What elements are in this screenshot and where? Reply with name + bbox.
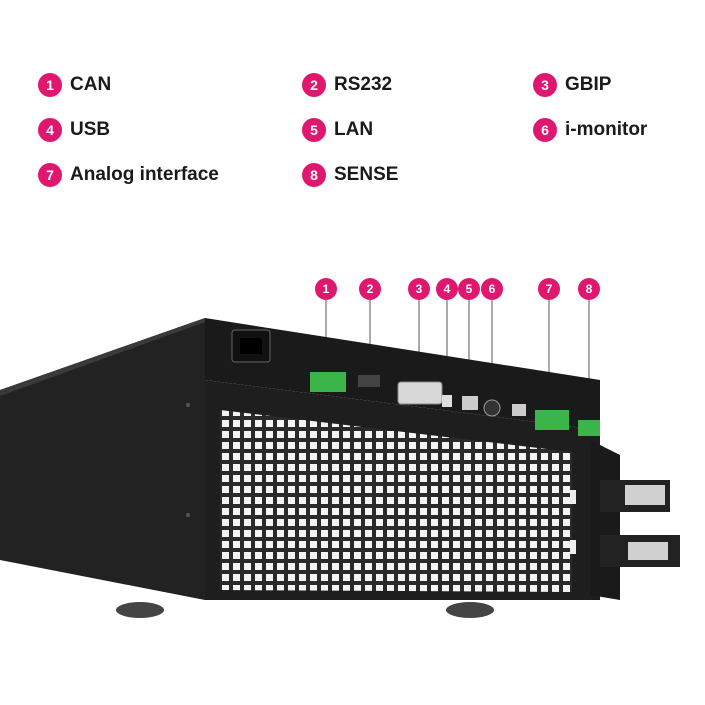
i-monitor-port bbox=[483, 399, 501, 417]
gbip-port bbox=[397, 381, 443, 405]
legend-badge: 4 bbox=[38, 118, 62, 142]
legend-item-rs232: 2 RS232 bbox=[302, 72, 392, 98]
rear-control-panel bbox=[205, 318, 600, 430]
ventilation-grill bbox=[220, 410, 572, 592]
chassis-side bbox=[0, 318, 205, 600]
legend-item-i-monitor: 6 i-monitor bbox=[533, 117, 647, 143]
legend-item-lan: 5 LAN bbox=[302, 117, 373, 143]
legend-badge: 6 bbox=[533, 118, 557, 142]
callout-badge-sense: 8 bbox=[578, 278, 600, 300]
callout-badge-usb: 4 bbox=[436, 278, 458, 300]
sense-connector bbox=[578, 420, 600, 436]
callout-badge-gbip: 3 bbox=[408, 278, 430, 300]
legend-item-analog-interface: 7 Analog interface bbox=[38, 162, 219, 188]
callout-badge-i-monitor: 6 bbox=[481, 278, 503, 300]
port-legend: 1 CAN 2 RS232 3 GBIP 4 USB 5 LAN 6 i-mon… bbox=[0, 0, 705, 200]
legend-badge: 3 bbox=[533, 73, 557, 97]
legend-item-usb: 4 USB bbox=[38, 117, 110, 143]
callout-badge-lan: 5 bbox=[458, 278, 480, 300]
legend-label: USB bbox=[70, 119, 111, 140]
analog-interface-connector bbox=[535, 410, 569, 430]
legend-label: RS232 bbox=[334, 74, 393, 95]
lan-port bbox=[462, 396, 478, 410]
legend-badge: 7 bbox=[38, 163, 62, 187]
rs232-port bbox=[358, 375, 380, 387]
legend-badge: 1 bbox=[38, 73, 62, 97]
legend-badge: 8 bbox=[302, 163, 326, 187]
legend-label: GBIP bbox=[565, 74, 612, 95]
legend-label: SENSE bbox=[334, 164, 399, 185]
legend-badge: 5 bbox=[302, 118, 326, 142]
legend-label: CAN bbox=[70, 74, 112, 95]
callout-badge-can: 1 bbox=[315, 278, 337, 300]
usb-port bbox=[442, 395, 452, 407]
legend-label: i-monitor bbox=[565, 119, 648, 140]
legend-item-gbip: 3 GBIP bbox=[533, 72, 611, 98]
legend-label: Analog interface bbox=[70, 164, 219, 185]
legend-item-sense: 8 SENSE bbox=[302, 162, 398, 188]
callout-badge-analog-interface: 7 bbox=[538, 278, 560, 300]
callout-badge-rs232: 2 bbox=[359, 278, 381, 300]
can-connector bbox=[310, 372, 346, 392]
legend-badge: 2 bbox=[302, 73, 326, 97]
legend-item-can: 1 CAN bbox=[38, 72, 111, 98]
legend-label: LAN bbox=[334, 119, 374, 140]
